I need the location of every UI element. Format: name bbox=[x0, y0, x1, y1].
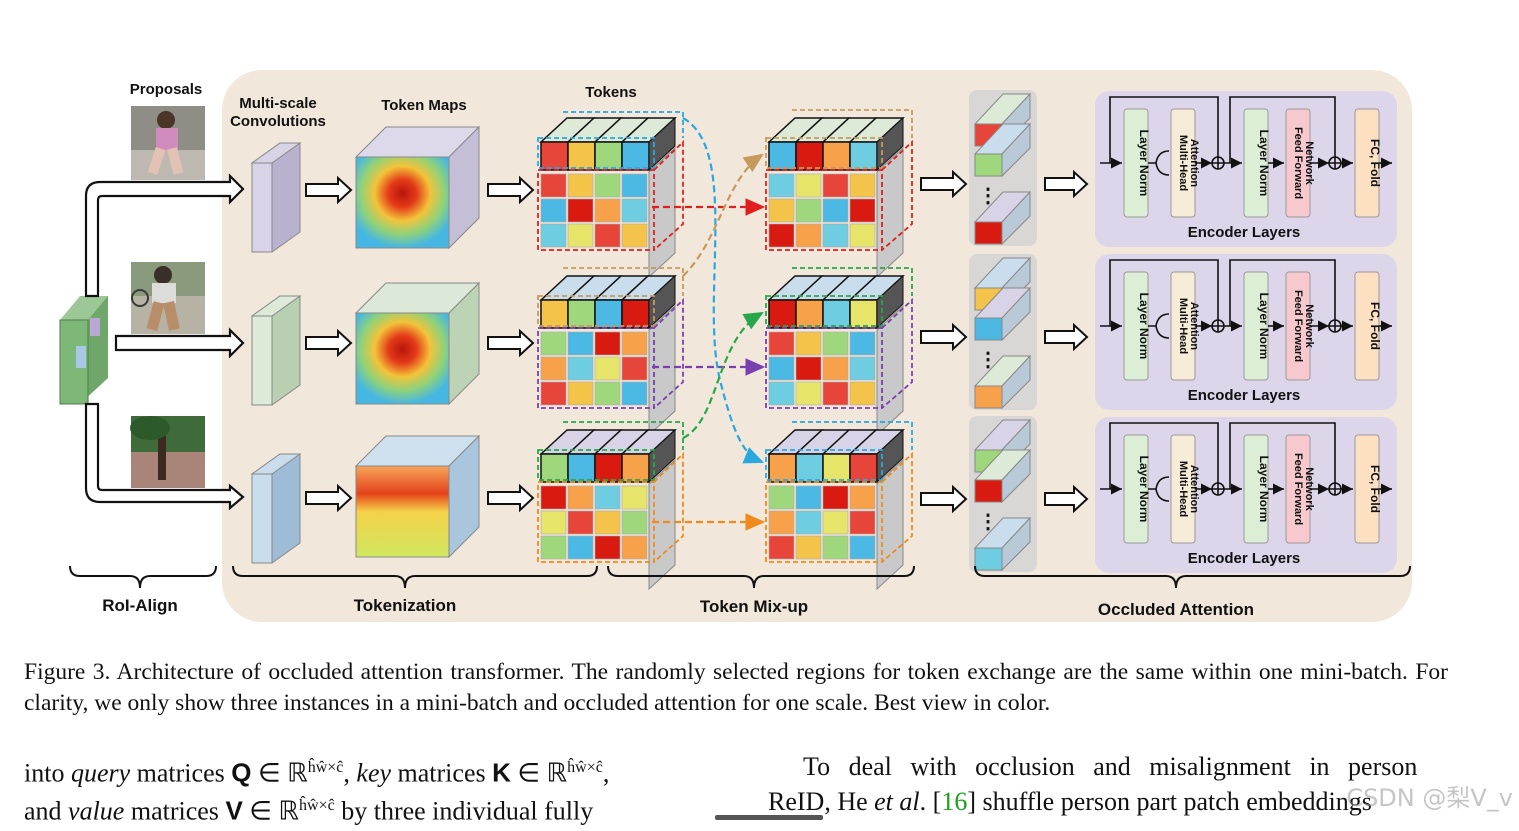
encoder-layers-label: Encoder Layers bbox=[1188, 387, 1301, 404]
token-map-3 bbox=[354, 434, 481, 559]
encoder-block-label: Layer Norm bbox=[1257, 293, 1271, 360]
token-grid-4 bbox=[767, 116, 905, 279]
proposal-image-3 bbox=[130, 416, 205, 488]
ellipsis-dots: ⋮ bbox=[978, 511, 998, 533]
token-grid-5 bbox=[767, 274, 905, 437]
layer-norm-box: Layer Norm bbox=[1243, 108, 1271, 218]
encoder-block-label: Layer Norm bbox=[1257, 456, 1271, 523]
fc-fold-box: FC, Fold bbox=[1354, 108, 1382, 218]
ellipsis-dots: ⋮ bbox=[978, 349, 998, 371]
encoder-block-label: Multi-Head bbox=[1177, 298, 1189, 354]
dashed-highlights bbox=[537, 109, 913, 563]
conv-slab-3 bbox=[250, 453, 302, 564]
token-stack-1: ⋮ bbox=[973, 92, 1032, 246]
encoder-block-label: Attention bbox=[1188, 139, 1200, 188]
encoder-block-label: Layer Norm bbox=[1257, 130, 1271, 197]
token-map-1 bbox=[354, 125, 481, 250]
body-right-line-2: ReID, He et al. [16] shuffle person part… bbox=[768, 787, 1372, 816]
encoder-layers-label: Encoder Layers bbox=[1188, 224, 1301, 241]
encoder-block-label: FC, Fold bbox=[1368, 139, 1382, 187]
encoder-connections bbox=[1100, 422, 1392, 502]
token-grid-2 bbox=[539, 274, 677, 437]
hollow-arrows bbox=[305, 169, 1089, 514]
encoder-block-label: Network bbox=[1303, 467, 1315, 511]
layer-norm-box: Layer Norm bbox=[1123, 434, 1151, 544]
token-grid-1 bbox=[539, 116, 677, 279]
layer-norm-box: Layer Norm bbox=[1243, 271, 1271, 381]
encoder-block-label: Feed Forward bbox=[1292, 453, 1304, 525]
multiscale-label-line2: Convolutions bbox=[230, 113, 326, 130]
mixup-arrows bbox=[652, 117, 766, 531]
token-stack-2: ⋮ bbox=[973, 256, 1032, 410]
scrollbar-thumb[interactable] bbox=[715, 815, 823, 820]
token-grid-3 bbox=[539, 428, 677, 591]
roi-feature-block bbox=[59, 296, 108, 405]
watermark: CSDN @梨V_v bbox=[1346, 784, 1513, 812]
encoder-block-label: Layer Norm bbox=[1137, 293, 1151, 360]
encoder-block-label: FC, Fold bbox=[1368, 302, 1382, 350]
encoder-block-label: Multi-Head bbox=[1177, 135, 1189, 191]
proposal-image-2 bbox=[131, 262, 205, 334]
tokens-label: Tokens bbox=[585, 84, 636, 101]
token-stack-3: ⋮ bbox=[973, 418, 1032, 572]
encoder-block-label: Network bbox=[1303, 141, 1315, 185]
proposals-label: Proposals bbox=[130, 81, 203, 98]
encoder-block-label: FC, Fold bbox=[1368, 465, 1382, 513]
body-right-line-1: To deal with occlusion and misalignment … bbox=[803, 752, 1418, 781]
token-stacks: ⋮ ⋮ ⋮ bbox=[973, 92, 1032, 572]
occluded-attention-label: Occluded Attention bbox=[1098, 600, 1254, 619]
encoder-connections bbox=[1100, 96, 1392, 176]
encoder-block-label: Layer Norm bbox=[1137, 130, 1151, 197]
encoder-block-label: Attention bbox=[1188, 465, 1200, 514]
proposal-image-1 bbox=[131, 106, 205, 180]
tokenization-label: Tokenization bbox=[354, 596, 457, 615]
encoder-layers-label: Encoder Layers bbox=[1188, 550, 1301, 567]
encoder-block-label: Multi-Head bbox=[1177, 461, 1189, 517]
fc-fold-box: FC, Fold bbox=[1354, 434, 1382, 544]
conv-slab-2 bbox=[250, 295, 302, 406]
layer-norm-box: Layer Norm bbox=[1243, 434, 1271, 544]
fc-fold-box: FC, Fold bbox=[1354, 271, 1382, 381]
token-map-2 bbox=[354, 281, 481, 406]
token-mixup-label: Token Mix-up bbox=[700, 597, 808, 616]
token-grids bbox=[539, 116, 905, 591]
encoder-block-label: Layer Norm bbox=[1137, 456, 1151, 523]
layer-norm-box: Layer Norm bbox=[1123, 108, 1151, 218]
encoder-block-label: Feed Forward bbox=[1292, 290, 1304, 362]
body-left-line-2: and value matrices V ∈ ℝĥŵ×ĉ by three in… bbox=[24, 795, 594, 826]
encoder-block-label: Attention bbox=[1188, 302, 1200, 351]
roi-align-label: RoI-Align bbox=[102, 596, 178, 615]
encoder-block-label: Network bbox=[1303, 304, 1315, 348]
encoder-block-label: Feed Forward bbox=[1292, 127, 1304, 199]
section-braces bbox=[69, 565, 1411, 589]
conv-slab-1 bbox=[250, 142, 302, 253]
body-left-line-1: into query matrices Q ∈ ℝĥŵ×ĉ, key matri… bbox=[24, 757, 610, 788]
token-grid-6 bbox=[767, 428, 905, 591]
layer-norm-box: Layer Norm bbox=[1123, 271, 1151, 381]
figure-caption: Figure 3. Architecture of occluded atten… bbox=[24, 659, 1448, 716]
ellipsis-dots: ⋮ bbox=[978, 185, 998, 207]
token-maps-label: Token Maps bbox=[381, 97, 467, 114]
roi-branch-arrows bbox=[84, 173, 245, 511]
encoder-connections bbox=[1100, 259, 1392, 339]
multiscale-label-line1: Multi-scale bbox=[239, 95, 317, 112]
